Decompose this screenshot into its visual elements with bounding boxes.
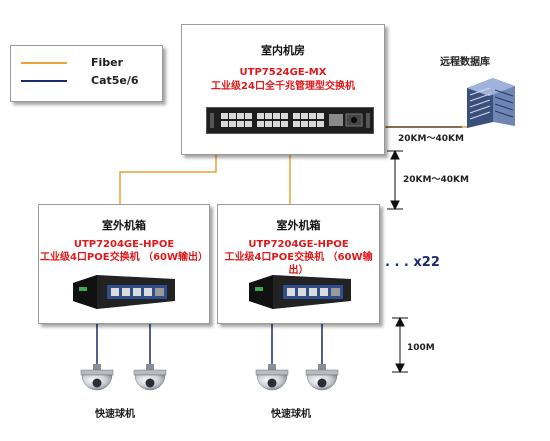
core-switch-model: UTP7524GE-MX (239, 67, 327, 78)
legend-box: Fiber Cat5e/6 (10, 45, 163, 102)
poe-switch-image (67, 271, 179, 311)
outdoor-box-title: 室外机箱 (276, 219, 321, 232)
distance-bar-copper (392, 316, 408, 374)
server-rack-icon (455, 70, 525, 130)
outdoor-box-2: 室外机箱 UTP7204GE-HPOE 工业级4口POE交换机 （60W输出） (217, 204, 380, 324)
fiber-line-left (119, 153, 217, 204)
datacenter-distance-label: 20KM～40KM (398, 134, 464, 144)
core-room-title: 室内机房 (261, 44, 305, 57)
poe-switch-image (243, 271, 355, 311)
camera-group-label-2: 快速球机 (271, 409, 311, 420)
poe-switch-model: UTP7204GE-HPOE (248, 239, 349, 250)
datacenter-label: 远程数据库 (440, 57, 490, 68)
core-switch-desc: 工业级24口全千兆管理型交换机 (211, 81, 355, 92)
core-room-box: 室内机房 UTP7524GE-MX 工业级24口全千兆管理型交换机 (181, 24, 385, 155)
poe-switch-desc: 工业级4口POE交换机 （60W输出） (224, 252, 373, 276)
camera-group-label-1: 快速球机 (95, 409, 135, 420)
distance-bar-fiber (386, 126, 462, 211)
outdoor-box-title: 室外机箱 (102, 219, 146, 232)
cat-legend-label: Cat5e/6 (91, 74, 139, 87)
dome-camera-icon (80, 364, 114, 391)
dome-camera-icon (305, 364, 339, 391)
outdoor-box-1: 室外机箱 UTP7204GE-HPOE 工业级4口POE交换机 （60W输出） (38, 204, 210, 324)
copper-distance-label: 100M (407, 343, 435, 353)
dome-camera-icon (255, 364, 289, 391)
fiber-legend-label: Fiber (91, 56, 124, 69)
dome-camera-icon (133, 364, 167, 391)
rack-switch-image (206, 107, 374, 134)
fiber-distance-label: 20KM～40KM (403, 175, 469, 185)
poe-switch-desc: 工业级4口POE交换机 （60W输出） (39, 252, 209, 263)
multiplier-label: . . . x22 (385, 255, 440, 270)
poe-switch-model: UTP7204GE-HPOE (73, 239, 175, 250)
